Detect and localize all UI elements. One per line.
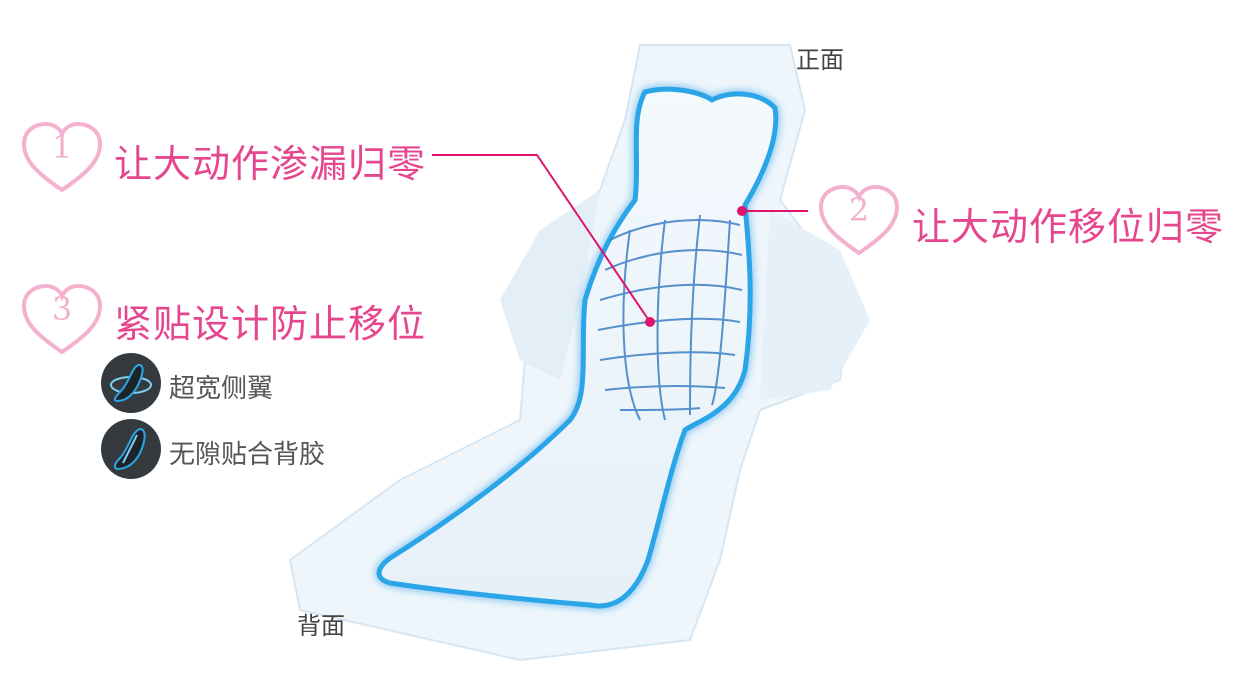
feature-3-text: 紧贴设计防止移位 — [114, 302, 427, 346]
pad-wing-right — [760, 210, 870, 400]
adhesive-back-pad-icon — [101, 419, 161, 479]
back-label: 背面 — [297, 612, 345, 640]
wide-wings-pad-icon — [101, 353, 161, 413]
pad-wing-left — [500, 190, 600, 380]
wide-wings-text: 超宽侧翼 — [169, 374, 274, 404]
pad-mesh-grid — [597, 214, 743, 421]
front-label: 正面 — [796, 46, 844, 74]
heart-number-3-icon: 3 — [20, 282, 104, 356]
leader-dot-1 — [645, 317, 655, 327]
feature-2-text: 让大动作移位归零 — [912, 205, 1225, 249]
leader-line-1 — [432, 154, 651, 323]
feature-1-text: 让大动作渗漏归零 — [114, 142, 427, 186]
leader-dot-2 — [737, 206, 747, 216]
heart-number-2-icon: 2 — [817, 183, 901, 257]
pad-top-sheet — [376, 86, 779, 609]
adhesive-back-text: 无隙贴合背胶 — [169, 440, 326, 470]
heart-number-1-icon: 1 — [20, 120, 104, 194]
